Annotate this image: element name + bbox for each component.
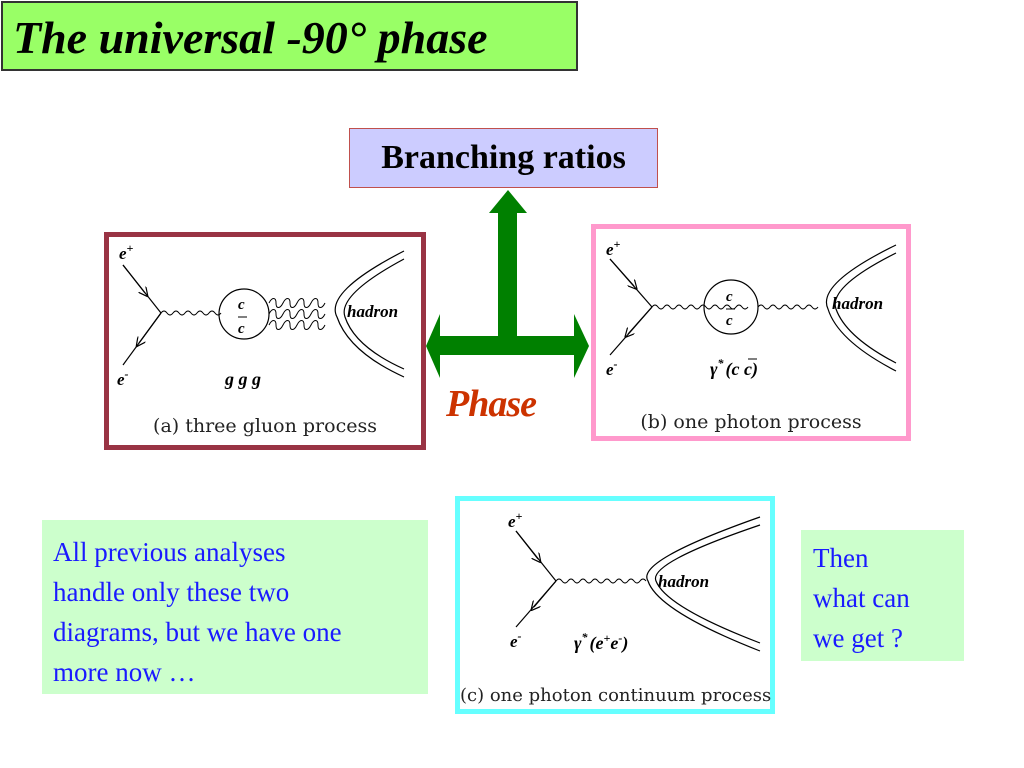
hadron-label: hadron xyxy=(832,294,883,313)
caption-c: (c) one photon continuum process xyxy=(460,685,772,706)
diagram-photon-continuum: e+ e- hadron γ*(e+e-) (c) one photon con… xyxy=(455,496,775,714)
note-line: more now … xyxy=(53,657,196,687)
title-box: The universal -90° phase xyxy=(1,1,578,71)
hadron-label: hadron xyxy=(658,572,709,591)
feynman-diagram-a: e+ e- c c hadron g g g xyxy=(117,241,405,389)
branching-ratios-label: Branching ratios xyxy=(381,139,626,176)
quark-label: c xyxy=(726,289,733,305)
up-arrow-icon xyxy=(489,190,527,341)
note-line: All previous analyses xyxy=(53,537,286,567)
e-plus-label: e+ xyxy=(119,241,134,263)
note-previous-analyses: All previous analyses handle only these … xyxy=(42,520,428,694)
e-plus-label: e+ xyxy=(508,509,523,531)
caption-b: (b) one photon process xyxy=(640,411,862,433)
photon-pair-label: γ*(c c) xyxy=(710,356,758,380)
quark-label: c xyxy=(238,297,245,313)
antiquark-label: c xyxy=(726,313,733,329)
e-plus-label: e+ xyxy=(606,237,621,259)
photon-pair-label: γ*(e+e-) xyxy=(574,630,628,654)
note-line: what can xyxy=(813,583,910,613)
gluon-lines xyxy=(268,298,326,330)
diagram-three-gluon: e+ e- c c hadron g g g (a) three gluon p… xyxy=(104,232,426,450)
note-line: Then xyxy=(813,543,869,573)
e-minus-label: e- xyxy=(510,629,522,651)
feynman-diagram-b: e+ e- c c hadron γ*(c c) xyxy=(606,237,897,380)
slide-title: The universal -90° phase xyxy=(13,12,488,63)
branching-ratios-box: Branching ratios xyxy=(349,128,658,188)
note-then-what: Then what can we get ? xyxy=(801,530,964,661)
e-minus-label: e- xyxy=(606,357,618,379)
note-line: diagrams, but we have one xyxy=(53,617,342,647)
double-horizontal-arrow-icon xyxy=(426,314,589,378)
note-line: we get ? xyxy=(813,623,903,653)
diagram-one-photon: e+ e- c c hadron γ*(c c) (b) one photon … xyxy=(591,224,911,441)
caption-a: (a) three gluon process xyxy=(153,415,377,437)
hadron-label: hadron xyxy=(347,302,398,321)
e-minus-label: e- xyxy=(117,367,129,389)
phase-label: Phase xyxy=(446,383,537,425)
gluons-label: g g g xyxy=(224,369,261,389)
note-line: handle only these two xyxy=(53,577,290,607)
antiquark-label: c xyxy=(238,321,245,337)
feynman-diagram-c: e+ e- hadron γ*(e+e-) xyxy=(508,509,761,654)
